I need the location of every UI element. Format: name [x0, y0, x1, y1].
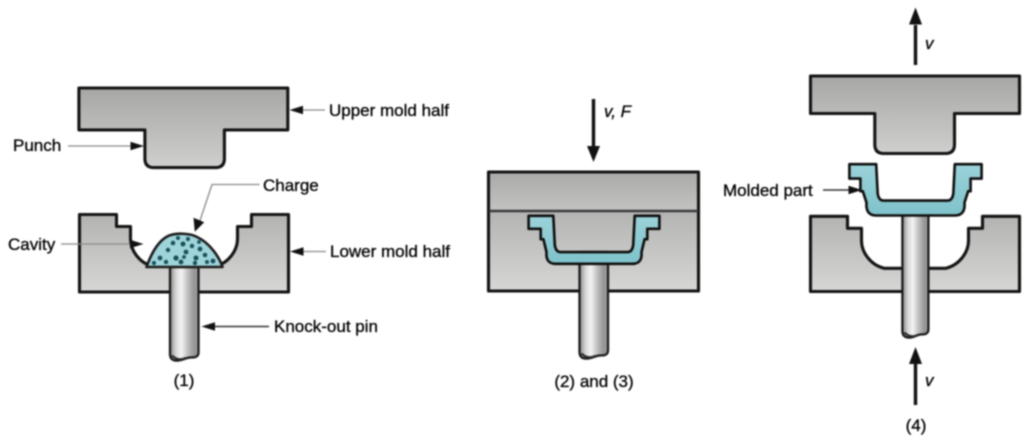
svg-text:Cavity: Cavity: [8, 235, 56, 254]
svg-text:(4): (4): [906, 416, 927, 435]
svg-text:v, F: v, F: [604, 102, 633, 121]
svg-text:(2) and (3): (2) and (3): [554, 372, 633, 391]
svg-text:(1): (1): [174, 371, 195, 390]
svg-text:Lower mold half: Lower mold half: [330, 242, 450, 261]
svg-text:v: v: [925, 34, 935, 53]
svg-text:Knock-out pin: Knock-out pin: [274, 317, 378, 336]
svg-text:Molded part: Molded part: [723, 181, 813, 200]
svg-text:Charge: Charge: [263, 176, 319, 195]
svg-text:Punch: Punch: [13, 136, 61, 155]
svg-text:Upper mold half: Upper mold half: [329, 101, 449, 120]
svg-text:v: v: [925, 371, 935, 390]
